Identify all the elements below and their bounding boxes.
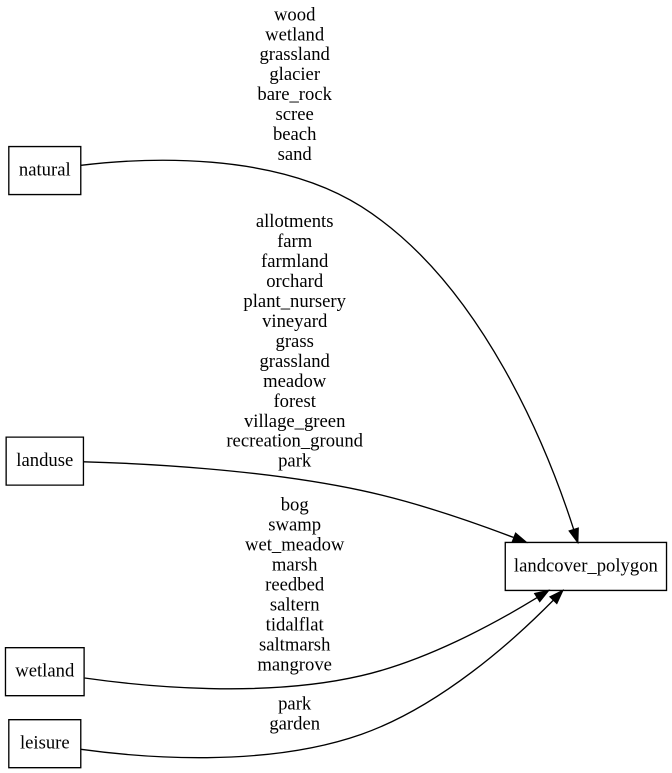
svg-text:vineyard: vineyard	[262, 311, 328, 332]
svg-text:marsh: marsh	[272, 555, 318, 576]
svg-text:mangrove: mangrove	[257, 655, 332, 676]
svg-text:grass: grass	[276, 331, 314, 352]
svg-text:bog: bog	[281, 495, 309, 516]
svg-text:wetland: wetland	[265, 24, 325, 45]
svg-text:beach: beach	[273, 124, 317, 145]
svg-text:forest: forest	[273, 391, 316, 412]
svg-text:recreation_ground: recreation_ground	[226, 431, 363, 452]
svg-text:leisure: leisure	[20, 733, 70, 754]
svg-text:bare_rock: bare_rock	[257, 84, 332, 105]
svg-text:landuse: landuse	[16, 450, 73, 471]
svg-text:farmland: farmland	[261, 251, 329, 272]
svg-text:orchard: orchard	[266, 271, 324, 292]
svg-text:garden: garden	[269, 713, 320, 734]
svg-text:swamp: swamp	[268, 515, 321, 536]
svg-text:meadow: meadow	[263, 371, 327, 392]
svg-text:glacier: glacier	[269, 64, 320, 85]
svg-text:allotments: allotments	[256, 211, 334, 232]
svg-text:tidalflat: tidalflat	[266, 615, 325, 636]
svg-text:saltern: saltern	[270, 595, 320, 616]
svg-text:wood: wood	[274, 4, 316, 25]
svg-text:natural: natural	[19, 160, 71, 181]
svg-text:scree: scree	[276, 104, 314, 125]
svg-text:village_green: village_green	[244, 411, 346, 432]
svg-text:park: park	[278, 693, 312, 714]
svg-text:sand: sand	[278, 144, 313, 165]
svg-text:grassland: grassland	[259, 44, 330, 65]
svg-text:farm: farm	[277, 231, 313, 252]
svg-text:wet_meadow: wet_meadow	[245, 535, 345, 556]
svg-text:landcover_polygon: landcover_polygon	[514, 555, 659, 576]
svg-text:park: park	[278, 451, 312, 472]
svg-text:wetland: wetland	[15, 661, 75, 682]
svg-text:plant_nursery: plant_nursery	[243, 291, 346, 312]
svg-text:grassland: grassland	[259, 351, 330, 372]
svg-text:reedbed: reedbed	[265, 575, 325, 596]
svg-text:saltmarsh: saltmarsh	[259, 635, 331, 656]
